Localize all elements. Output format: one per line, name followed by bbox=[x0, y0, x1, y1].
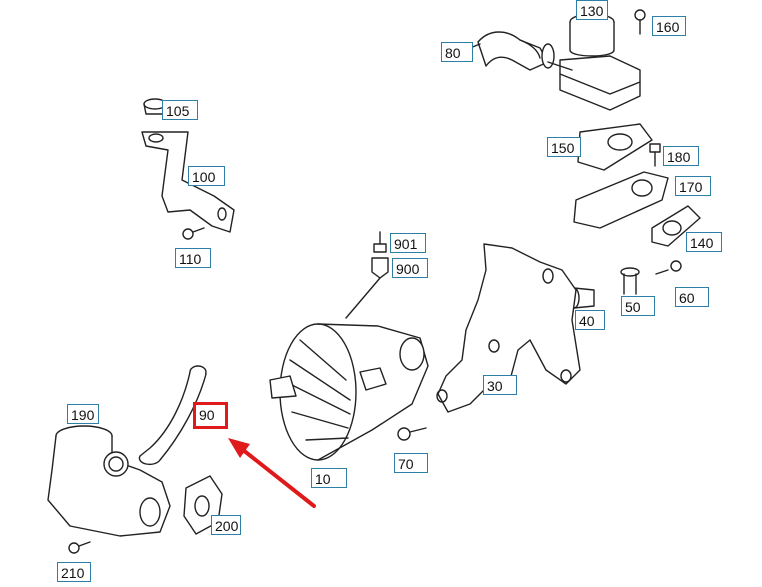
label-190: 190 bbox=[67, 404, 99, 424]
label-160: 160 bbox=[652, 16, 686, 36]
label-200: 200 bbox=[211, 515, 241, 535]
part-110-screw bbox=[182, 227, 205, 240]
label-70: 70 bbox=[394, 453, 428, 473]
part-60-screw bbox=[655, 260, 682, 275]
part-100-bracket bbox=[141, 131, 235, 233]
label-130: 130 bbox=[576, 0, 608, 20]
part-180-bolt bbox=[649, 143, 661, 167]
part-190-valve bbox=[47, 425, 171, 537]
part-30-bracket bbox=[436, 243, 581, 413]
highlight-box bbox=[193, 402, 228, 429]
label-180: 180 bbox=[663, 146, 699, 166]
part-90-hose bbox=[138, 365, 207, 466]
label-900: 900 bbox=[392, 258, 428, 278]
label-100: 100 bbox=[188, 166, 225, 186]
label-80: 80 bbox=[441, 42, 473, 62]
label-40: 40 bbox=[575, 310, 605, 330]
label-901: 901 bbox=[390, 233, 426, 253]
part-80-hose bbox=[469, 31, 555, 71]
label-50: 50 bbox=[621, 296, 655, 316]
highlight-arrow bbox=[228, 438, 316, 508]
part-900-connector bbox=[345, 231, 389, 319]
label-30: 30 bbox=[483, 375, 517, 395]
part-140-gasket bbox=[651, 205, 701, 247]
part-150-gasket bbox=[577, 123, 653, 171]
part-160-screw bbox=[634, 9, 646, 35]
part-70-bolt bbox=[397, 427, 427, 441]
label-10: 10 bbox=[311, 468, 347, 488]
part-170-flange bbox=[573, 171, 669, 229]
label-170: 170 bbox=[675, 176, 711, 196]
label-140: 140 bbox=[686, 232, 722, 252]
label-60: 60 bbox=[675, 287, 709, 307]
part-210-screw bbox=[68, 541, 91, 554]
part-50-bushing bbox=[620, 267, 640, 295]
part-10-air-pump bbox=[269, 323, 429, 461]
label-105: 105 bbox=[162, 100, 198, 120]
label-90: 90 bbox=[195, 404, 223, 424]
label-110: 110 bbox=[175, 248, 211, 268]
label-150: 150 bbox=[547, 137, 581, 157]
label-210: 210 bbox=[57, 562, 91, 582]
